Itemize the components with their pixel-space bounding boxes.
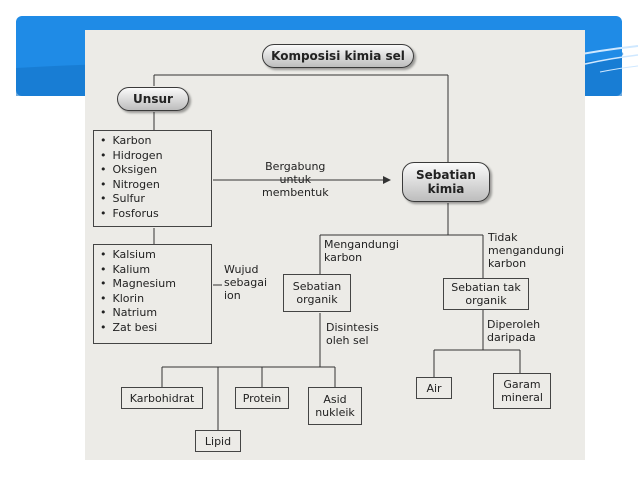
disintesis-label: Disintesis oleh sel <box>326 321 379 347</box>
elements-list-box: Karbon Hidrogen Oksigen Nitrogen Sulfur … <box>93 130 212 227</box>
protein-label: Protein <box>242 391 282 405</box>
ions-list-box: Kalsium Kalium Magnesium Klorin Natrium … <box>93 244 212 344</box>
list-item: Nitrogen <box>100 178 211 193</box>
sebatian-tak-organik-label: Sebatian tak organik <box>451 281 521 307</box>
sebatian-organik-node: Sebatian organik <box>283 274 351 312</box>
bergabung-label: Bergabung untuk membentuk <box>262 160 329 199</box>
mengandungi-label: Mengandungi karbon <box>324 238 399 264</box>
ions-list: Kalsium Kalium Magnesium Klorin Natrium … <box>94 245 211 336</box>
lipid-label: Lipid <box>204 434 232 448</box>
list-item: Natrium <box>100 306 211 321</box>
elements-list: Karbon Hidrogen Oksigen Nitrogen Sulfur … <box>94 131 211 222</box>
sebatian-organik-label: Sebatian organik <box>292 280 342 306</box>
list-item: Zat besi <box>100 321 211 336</box>
asid-nukleik-label: Asid nukleik <box>315 393 355 419</box>
tidak-mengandungi-label: Tidak mengandungi karbon <box>488 231 565 270</box>
list-item: Fosforus <box>100 207 211 222</box>
unsur-label: Unsur <box>133 92 173 106</box>
diperoleh-label: Diperoleh daripada <box>487 318 541 344</box>
asid-nukleik-node: Asid nukleik <box>308 387 362 425</box>
air-node: Air <box>416 377 452 399</box>
karbohidrat-label: Karbohidrat <box>129 391 195 405</box>
lipid-node: Lipid <box>195 430 241 452</box>
unsur-node: Unsur <box>117 87 189 111</box>
garam-mineral-node: Garam mineral <box>493 373 551 409</box>
list-item: Magnesium <box>100 277 211 292</box>
list-item: Kalsium <box>100 248 211 263</box>
karbohidrat-node: Karbohidrat <box>121 387 203 409</box>
air-label: Air <box>426 381 442 395</box>
garam-mineral-label: Garam mineral <box>501 378 543 404</box>
list-item: Karbon <box>100 134 211 149</box>
sebatian-tak-organik-node: Sebatian tak organik <box>443 278 529 310</box>
list-item: Kalium <box>100 263 211 278</box>
list-item: Oksigen <box>100 163 211 178</box>
sebatian-kimia-label: Sebatian kimia <box>416 168 476 196</box>
root-node: Komposisi kimia sel <box>262 44 414 68</box>
list-item: Hidrogen <box>100 149 211 164</box>
sebatian-kimia-node: Sebatian kimia <box>402 162 490 202</box>
wujud-label: Wujud sebagai ion <box>224 263 268 302</box>
list-item: Sulfur <box>100 192 211 207</box>
root-label: Komposisi kimia sel <box>271 49 405 63</box>
list-item: Klorin <box>100 292 211 307</box>
protein-node: Protein <box>235 387 289 409</box>
